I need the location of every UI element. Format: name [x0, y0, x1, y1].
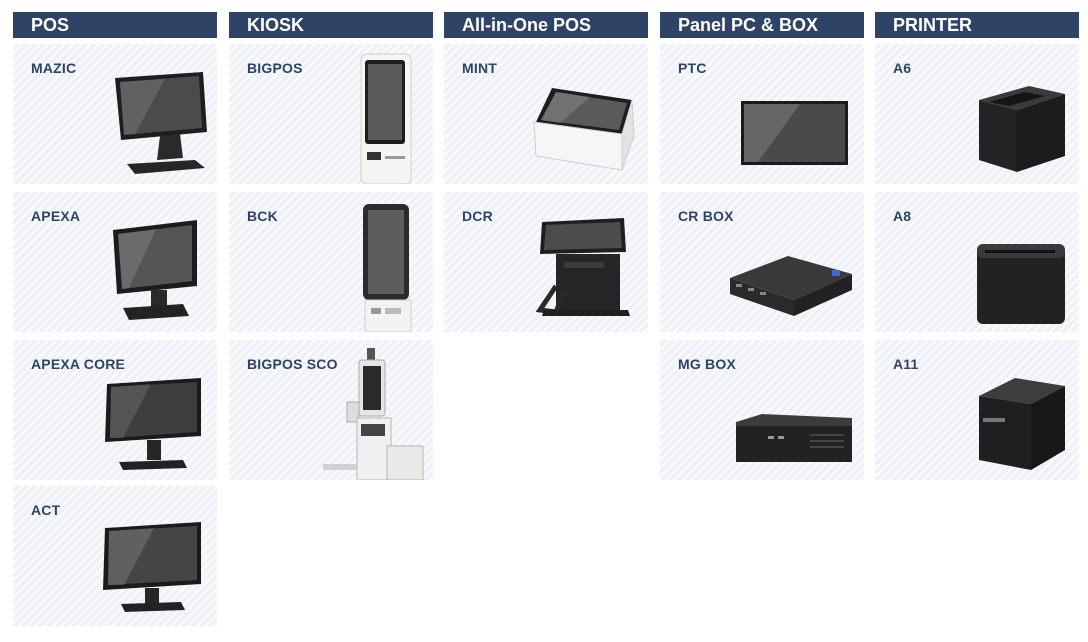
product-name: MG BOX	[678, 356, 736, 372]
product-name: BIGPOS SCO	[247, 356, 338, 372]
product-card-a8[interactable]: A8	[875, 192, 1079, 332]
product-card-mint[interactable]: MINT	[444, 44, 648, 184]
product-name: A6	[893, 60, 912, 76]
product-name: ACT	[31, 502, 61, 518]
pos-terminal-image	[103, 522, 201, 612]
product-card-a6[interactable]: A6	[875, 44, 1079, 184]
product-card-bigpos-sco[interactable]: BIGPOS SCO	[229, 340, 433, 480]
product-name: MINT	[462, 60, 498, 76]
product-name: A8	[893, 208, 912, 224]
product-card-cr-box[interactable]: CR BOX	[660, 192, 864, 332]
category-column-pos: POS	[13, 12, 217, 38]
panel-pc-image	[741, 101, 848, 165]
product-card-a11[interactable]: A11	[875, 340, 1079, 480]
category-column-kiosk: KIOSK	[229, 12, 433, 38]
all-in-one-pos-image	[533, 88, 635, 171]
box-pc-image	[730, 256, 852, 316]
product-name: A11	[893, 356, 919, 372]
product-name: CR BOX	[678, 208, 734, 224]
product-card-apexa-core[interactable]: APEXA CORE	[13, 340, 217, 480]
pos-terminal-image	[105, 378, 201, 470]
receipt-printer-image	[977, 244, 1065, 324]
category-column-panel-pc-box: Panel PC & BOX	[660, 12, 864, 38]
receipt-printer-image	[979, 378, 1065, 470]
product-card-bck[interactable]: BCK	[229, 192, 433, 332]
product-card-apexa[interactable]: APEXA	[13, 192, 217, 332]
category-header-printer[interactable]: PRINTER	[875, 12, 1079, 38]
category-header-kiosk[interactable]: KIOSK	[229, 12, 433, 38]
product-name: BIGPOS	[247, 60, 303, 76]
product-name: APEXA CORE	[31, 356, 126, 372]
product-card-dcr[interactable]: DCR	[444, 192, 648, 332]
category-column-all-in-one-pos: All-in-One POS	[444, 12, 648, 38]
product-name: DCR	[462, 208, 493, 224]
product-card-ptc[interactable]: PTC	[660, 44, 864, 184]
kiosk-image	[363, 204, 412, 332]
all-in-one-pos-image	[536, 218, 630, 316]
product-name: BCK	[247, 208, 278, 224]
category-header-panel-pc-box[interactable]: Panel PC & BOX	[660, 12, 864, 38]
category-header-pos[interactable]: POS	[13, 12, 217, 38]
box-pc-image	[736, 414, 852, 462]
category-header-all-in-one-pos[interactable]: All-in-One POS	[444, 12, 648, 38]
product-name: PTC	[678, 60, 707, 76]
product-card-mg-box[interactable]: MG BOX	[660, 340, 864, 480]
receipt-printer-image	[979, 86, 1065, 172]
product-name: APEXA	[31, 208, 81, 224]
pos-terminal-image	[113, 220, 197, 320]
product-card-mazic[interactable]: MAZIC	[13, 44, 217, 184]
kiosk-image	[360, 53, 412, 184]
product-name: MAZIC	[31, 60, 77, 76]
pos-terminal-image	[115, 72, 207, 174]
product-card-act[interactable]: ACT	[13, 486, 217, 626]
category-column-printer: PRINTER	[875, 12, 1079, 38]
product-card-bigpos[interactable]: BIGPOS	[229, 44, 433, 184]
self-checkout-image	[323, 348, 424, 480]
